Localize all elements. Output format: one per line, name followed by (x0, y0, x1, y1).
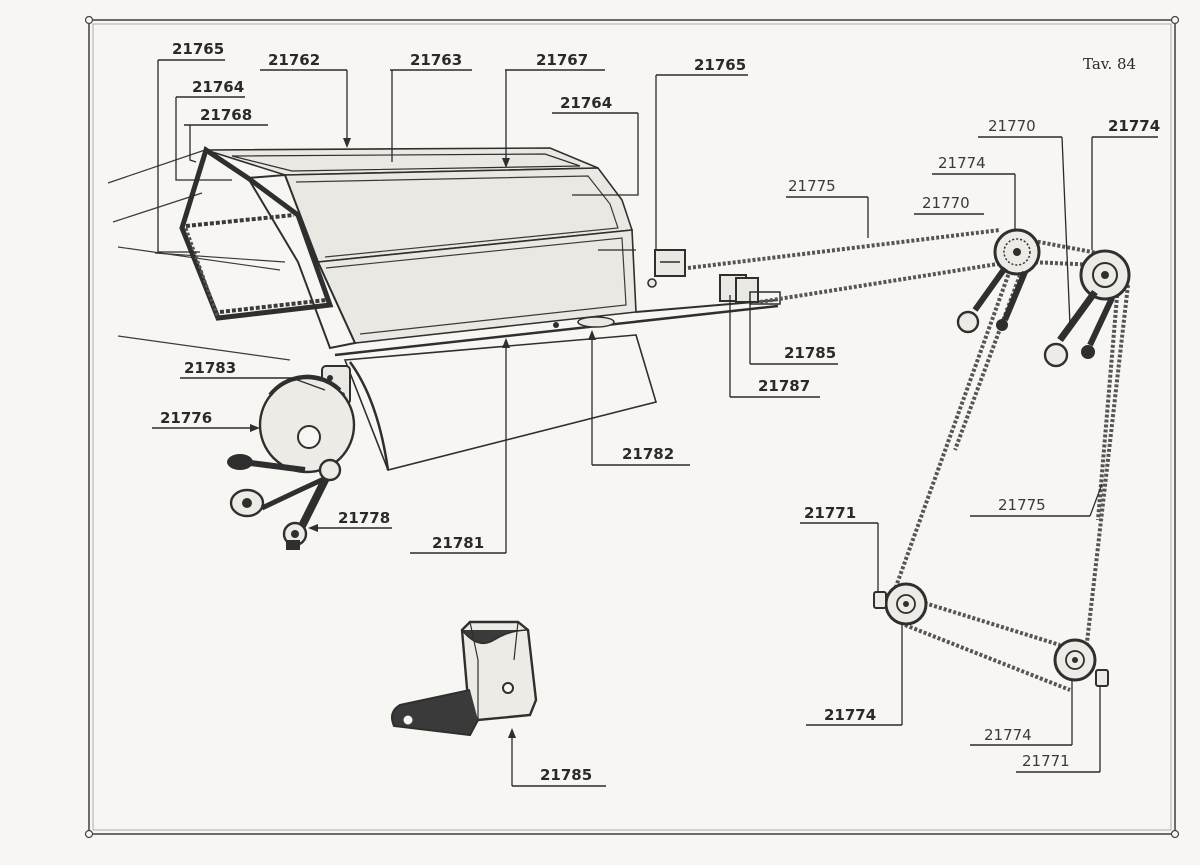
callout-21774-c: 21774 (824, 706, 876, 724)
callout-21767: 21767 (536, 51, 588, 69)
callout-21774-a: 21774 (1108, 117, 1160, 135)
callout-21765-b: 21765 (694, 56, 746, 74)
sheet-frame (84, 15, 1180, 839)
callout-21775-b: 21775 (998, 496, 1046, 514)
callout-21785-b: 21785 (540, 766, 592, 784)
callout-21771-b: 21771 (1022, 752, 1070, 770)
chain-drive (687, 228, 1131, 692)
callout-21774-b: 21774 (938, 154, 986, 172)
callout-21783: 21783 (184, 359, 236, 377)
callout-21787: 21787 (758, 377, 810, 395)
callout-21781: 21781 (432, 534, 484, 552)
callout-21778: 21778 (338, 509, 390, 527)
callout-21762: 21762 (268, 51, 320, 69)
callout-21785-a: 21785 (784, 344, 836, 362)
callout-21771-a: 21771 (804, 504, 856, 522)
callout-21770-b: 21770 (922, 194, 970, 212)
sheet-title: Tav. 84 (1083, 55, 1136, 73)
callouts: 21765 21764 21768 21762 21763 21767 2176… (152, 40, 1160, 787)
hood-assembly (107, 146, 781, 550)
callout-21782: 21782 (622, 445, 674, 463)
callout-21776: 21776 (160, 409, 212, 427)
callout-21765-a: 21765 (172, 40, 224, 58)
callout-21774-d: 21774 (984, 726, 1032, 744)
callout-21763: 21763 (410, 51, 462, 69)
callout-21775-a: 21775 (788, 177, 836, 195)
callout-21764-a: 21764 (192, 78, 244, 96)
callout-21764-b: 21764 (560, 94, 612, 112)
callout-21768: 21768 (200, 106, 252, 124)
bracket-detail (391, 620, 538, 737)
callout-21770-a: 21770 (988, 117, 1036, 135)
